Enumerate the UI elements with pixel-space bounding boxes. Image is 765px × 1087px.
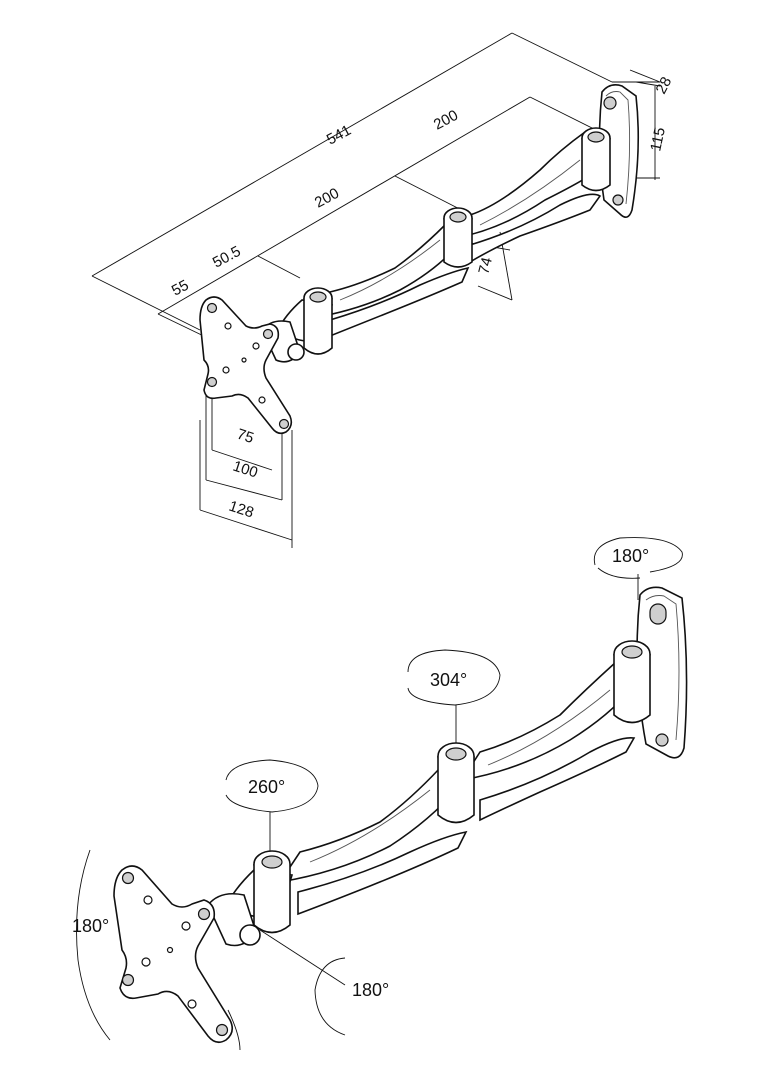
dimension-lines: [91, 32, 661, 548]
vesa-plate-top: [199, 296, 293, 435]
angle-plate-rotation: 180°: [72, 916, 109, 936]
dim-wall-height: 115: [647, 126, 669, 153]
rotation-indicators: [76, 537, 683, 1051]
dim-wall-depth: 28: [653, 74, 676, 97]
angle-wall-pivot: 180°: [612, 546, 649, 566]
dim-vesa-large: 100: [231, 458, 260, 482]
rotation-drawing: 180° 304° 260° 180° 180°: [72, 537, 688, 1051]
inner-arm-bottom: [278, 742, 475, 916]
dim-arm-height: 74: [475, 256, 496, 276]
dim-vesa-small: 75: [235, 426, 256, 447]
inner-arm-top: [310, 207, 473, 338]
dim-arm-inner: 200: [312, 185, 342, 212]
dim-plate-width: 128: [227, 498, 256, 522]
dim-total-length: 541: [324, 122, 354, 149]
dimension-drawing: 541 200 200 50.5 55 74 28 115 75 100 128: [91, 32, 676, 548]
head-joint-bottom: [207, 850, 294, 947]
angle-middle-pivot: 304°: [430, 670, 467, 690]
angle-tilt: 180°: [352, 980, 389, 1000]
vesa-plate-bottom: [113, 865, 234, 1044]
outer-arm-top: [453, 127, 611, 264]
outer-arm-bottom: [460, 640, 651, 822]
angle-head-pivot: 260°: [248, 777, 285, 797]
dim-plate-offset: 55: [169, 277, 192, 300]
head-joint-top: [261, 287, 334, 363]
dim-arm-outer: 200: [431, 107, 461, 134]
